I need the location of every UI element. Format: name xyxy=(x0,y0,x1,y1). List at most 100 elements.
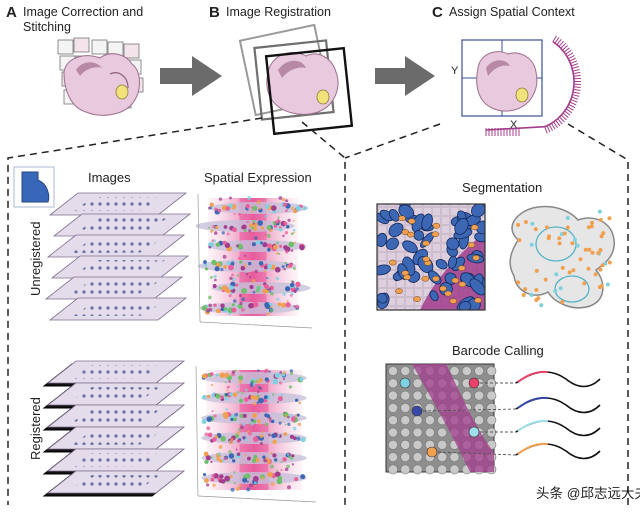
expression-dot xyxy=(218,444,223,449)
expression-dot xyxy=(223,265,228,269)
expression-dot xyxy=(258,207,262,210)
expression-dot xyxy=(255,380,258,383)
expression-dot xyxy=(241,224,247,230)
transcript-cluster xyxy=(407,218,416,225)
expression-dot xyxy=(243,228,248,233)
expression-dot xyxy=(258,423,261,426)
expression-dot xyxy=(223,456,228,461)
expression-dot xyxy=(277,302,282,307)
grid-well xyxy=(437,427,448,438)
transcript-dot xyxy=(560,299,565,304)
transcript-dot xyxy=(599,283,604,288)
expression-dot xyxy=(221,231,225,235)
expression-dot xyxy=(286,464,291,469)
grid-well xyxy=(400,415,411,426)
tissue-texture xyxy=(70,474,162,490)
expression-dot xyxy=(236,385,239,388)
grid-well xyxy=(424,464,435,475)
segmented-cell xyxy=(388,208,400,222)
expression-dot xyxy=(216,432,221,437)
expression-dot xyxy=(229,276,233,280)
expression-dot xyxy=(239,260,243,264)
expression-dot xyxy=(270,291,274,296)
expression-dot xyxy=(265,303,271,309)
expression-dot xyxy=(289,434,294,439)
expression-dot xyxy=(251,270,256,275)
transcript-cluster xyxy=(439,285,447,292)
expression-dot xyxy=(264,422,269,427)
barcode-tick xyxy=(565,108,573,114)
expression-dot xyxy=(270,482,275,486)
expression-dot xyxy=(252,290,256,294)
barcode-tick xyxy=(557,118,563,125)
expression-dot xyxy=(237,256,241,260)
barcode-tick xyxy=(555,120,561,127)
expression-dot xyxy=(220,436,227,442)
tissue-texture xyxy=(70,238,162,254)
expression-dot xyxy=(224,397,228,401)
expression-dot xyxy=(214,266,220,272)
expression-dot xyxy=(287,485,291,490)
column-header-images: Images xyxy=(88,170,131,185)
panel-c-letter: C xyxy=(432,4,443,21)
read-curve xyxy=(515,371,601,388)
expression-dot xyxy=(233,481,236,485)
expression-dot xyxy=(250,255,255,260)
expression-dot xyxy=(201,419,207,424)
expression-dot xyxy=(212,437,217,442)
expression-dot xyxy=(284,423,287,426)
expression-dot xyxy=(288,455,292,459)
grid-well xyxy=(486,427,497,438)
expression-dot xyxy=(215,225,219,229)
expression-dot xyxy=(250,418,254,422)
expression-dot xyxy=(202,394,207,400)
expression-dot xyxy=(256,286,261,290)
grid-well xyxy=(461,366,472,376)
transcript-dot xyxy=(529,293,534,298)
expression-dot xyxy=(264,284,269,289)
column-header-spatial-expression: Spatial Expression xyxy=(204,170,312,185)
expression-dot xyxy=(238,398,244,403)
expression-dot xyxy=(215,393,221,399)
expression-dot xyxy=(230,487,235,492)
expression-dot xyxy=(284,231,289,235)
grid-well xyxy=(412,427,423,438)
expression-dot xyxy=(288,385,293,389)
expression-dot xyxy=(217,452,222,456)
barcode-tick xyxy=(570,60,578,64)
barcode-tick xyxy=(548,124,553,131)
read-curve xyxy=(515,420,601,437)
expression-dot xyxy=(228,264,234,271)
expression-dot xyxy=(277,401,280,404)
transcript-dot xyxy=(516,280,521,285)
expression-dot xyxy=(210,372,214,376)
expression-dot xyxy=(268,370,271,373)
grid-well xyxy=(449,464,460,475)
expression-dot xyxy=(246,220,249,224)
expression-dot xyxy=(204,478,209,483)
expression-dot xyxy=(279,371,283,374)
expression-dot xyxy=(212,284,217,288)
barcode-tick xyxy=(573,88,581,91)
segmented-cell xyxy=(413,230,425,241)
expression-dot xyxy=(231,370,236,374)
expression-dot xyxy=(266,312,271,316)
expression-dot xyxy=(250,395,255,400)
transcript-dot xyxy=(601,231,606,236)
barcode-tick xyxy=(565,49,572,55)
expression-dot xyxy=(245,388,248,392)
expression-dot xyxy=(223,375,227,379)
expression-dot xyxy=(213,274,217,279)
expression-dot xyxy=(292,436,297,440)
expression-dot xyxy=(242,477,248,483)
grid-well xyxy=(400,439,411,450)
expression-dot xyxy=(256,200,261,205)
expression-dot xyxy=(239,413,244,418)
expression-dot xyxy=(206,483,210,487)
expression-dot xyxy=(251,206,253,209)
grid-well xyxy=(400,402,411,413)
expression-dot xyxy=(234,369,237,372)
barcode-tick xyxy=(564,110,571,116)
tissue-texture xyxy=(70,452,162,468)
